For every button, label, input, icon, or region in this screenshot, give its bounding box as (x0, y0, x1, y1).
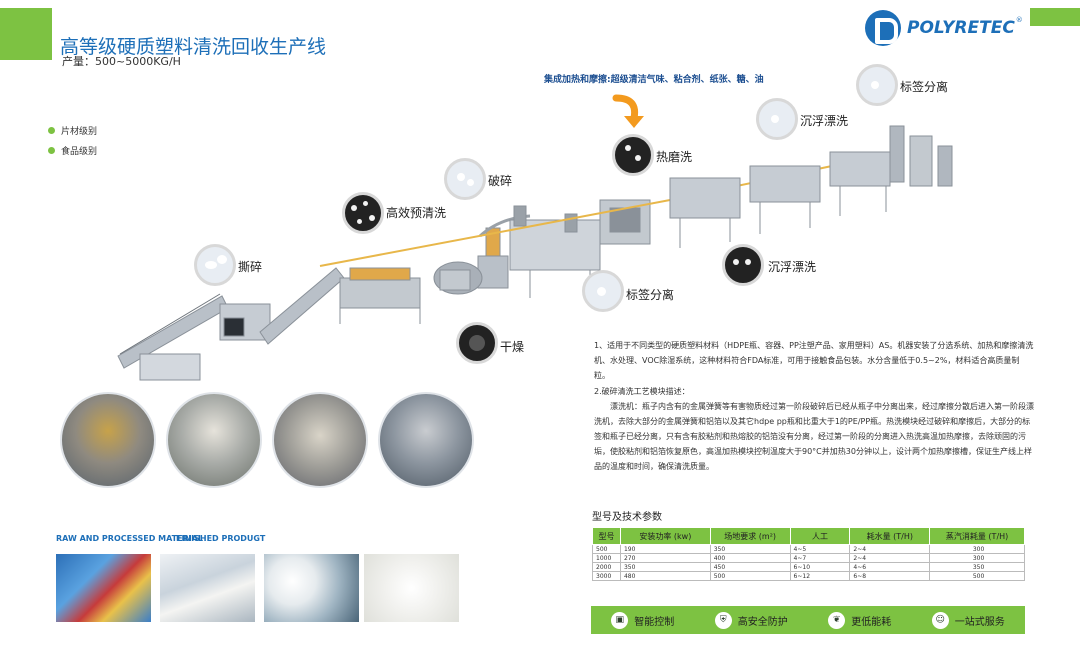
table-row: 3000 480 500 6~12 6~8 500 (592, 571, 1025, 581)
drying-bubble-icon (456, 322, 498, 364)
brand-logo: POLYRETEC ® (865, 10, 1023, 46)
prewash-bubble-icon (342, 192, 384, 234)
spec-header: 型号 (592, 527, 621, 545)
description-para-2-title: 2.破碎清洗工艺模块描述： (594, 387, 690, 396)
hot-wash-bubble-icon (612, 134, 654, 176)
process-note: 集成加热和摩擦:超级清洁气味、粘合剂、纸张、糖、油 (544, 75, 764, 85)
logo-accent-bar (1030, 8, 1080, 26)
float-wash-bubble-icon (722, 244, 764, 286)
table-row: 500 190 350 4~5 2~4 300 (592, 544, 1025, 554)
shredding-bubble-icon (194, 244, 236, 286)
logo-icon (865, 10, 901, 46)
step-label-float-wash-high: 沉浮漂洗 (800, 114, 849, 128)
feature-label: 更低能耗 (851, 616, 892, 628)
registered-mark: ® (1015, 16, 1023, 24)
feature-label: 一站式服务 (954, 616, 1005, 628)
finished-pellets-image (364, 554, 459, 622)
spec-header: 耗水量 (T/H) (849, 527, 931, 545)
spec-header: 场地要求 (m²) (709, 527, 791, 545)
brand-name: POLYRETEC (907, 18, 1015, 38)
step-label-float-wash-low: 沉浮漂洗 (768, 260, 817, 274)
spec-table: 型号 安装功率 (kw) 场地要求 (m²) 人工 耗水量 (T/H) 蒸汽消耗… (592, 527, 1025, 581)
spec-header: 蒸汽消耗量 (T/H) (929, 527, 1025, 545)
clean-flakes-image (264, 554, 359, 622)
feature-service: ☺ 一站式服务 (931, 611, 1005, 629)
table-row: 1000 270 400 4~7 2~4 300 (592, 553, 1025, 563)
label-separation-bubble-icon (582, 270, 624, 312)
table-row: 2000 350 450 6~10 4~6 350 (592, 562, 1025, 572)
raw-material-label: RAW AND PROCESSED MATERIAL (56, 534, 204, 543)
step-label-drying: 干燥 (500, 340, 525, 354)
shield-icon: ⛨ (714, 611, 732, 629)
chip-icon: ▣ (611, 611, 629, 629)
feature-label: 高安全防护 (737, 616, 788, 628)
step-label-label-separation-high: 标签分离 (900, 80, 949, 94)
label-separation-high-bubble-icon (856, 64, 898, 106)
legend-label: 食品级别 (61, 147, 98, 157)
header-accent-bar (0, 8, 52, 60)
float-wash-high-bubble-icon (756, 98, 798, 140)
feature-smart-control: ▣ 智能控制 (611, 611, 675, 629)
step-label-label-separation-low: 标签分离 (626, 288, 675, 302)
factory-photo-3 (272, 392, 368, 488)
description-para-2-body: 漂洗机：瓶子内含有的金属弹簧等有害物质经过第一阶段破碎后已经从瓶子中分离出来，经… (594, 402, 1034, 471)
step-label-hot-wash: 热磨洗 (656, 150, 693, 164)
factory-photo-1 (60, 392, 156, 488)
spec-title: 型号及技术参数 (592, 512, 662, 523)
finished-product-label: FINISHED PRODUGT (176, 534, 266, 543)
crushing-bubble-icon (444, 158, 486, 200)
legend-dot-icon (48, 147, 55, 154)
person-icon: ☺ (931, 611, 949, 629)
description-para-1: 1、适用于不同类型的硬质塑料材料（HDPE瓶、容器、PP注塑产品、家用塑料）AS… (594, 341, 1034, 380)
spec-header: 安装功率 (kw) (619, 527, 711, 545)
leaf-icon: ❦ (828, 611, 846, 629)
factory-photo-2 (166, 392, 262, 488)
legend-item-sheet: 片材级别 (48, 124, 97, 137)
factory-photo-4 (378, 392, 474, 488)
feature-safety: ⛨ 高安全防护 (714, 611, 788, 629)
step-label-crushing: 破碎 (488, 174, 513, 188)
spec-header: 人工 (789, 527, 851, 545)
feature-label: 智能控制 (634, 616, 675, 628)
raw-material-image (56, 554, 151, 622)
feature-energy: ❦ 更低能耗 (828, 611, 892, 629)
feature-bar: ▣ 智能控制 ⛨ 高安全防护 ❦ 更低能耗 ☺ 一站式服务 (591, 606, 1025, 634)
step-label-shredding: 撕碎 (238, 260, 263, 274)
page-title: 高等级硬质塑料清洗回收生产线 (60, 36, 327, 58)
capacity-subtitle: 产量：500~5000KG/H (62, 55, 181, 68)
step-label-prewash: 高效预清洗 (386, 206, 447, 220)
curved-arrow-icon (612, 94, 644, 128)
baled-bottles-image (160, 554, 255, 622)
legend-label: 片材级别 (61, 127, 98, 137)
production-line-illustration (117, 125, 953, 381)
legend-item-food: 食品级别 (48, 144, 97, 157)
legend-dot-icon (48, 127, 55, 134)
